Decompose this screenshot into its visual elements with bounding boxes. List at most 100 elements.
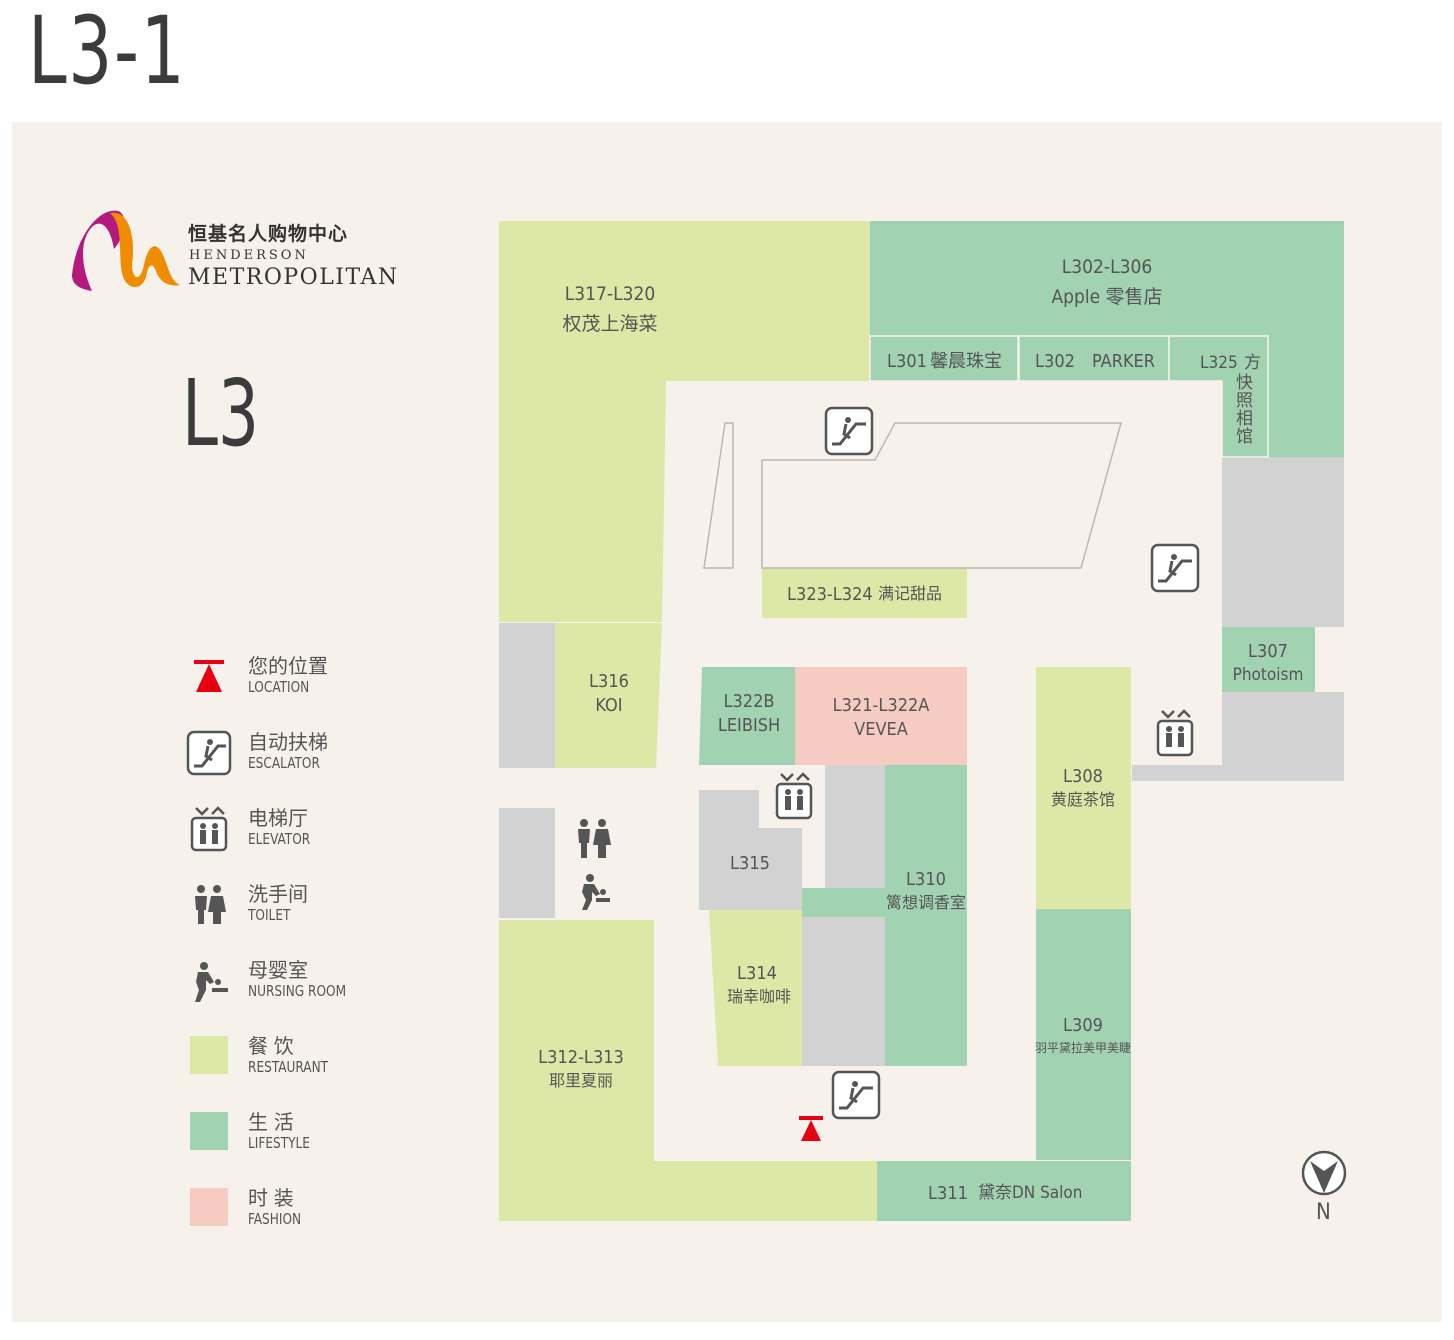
store-name: 方 快 照 相 馆 [1236,353,1266,447]
legend-item-location: 您的位置 LOCATION [186,650,406,710]
nursing-room-icon [582,874,610,910]
store-name: 黛奈DN Salon [978,1183,1082,1203]
store-name: 羽平黛拉美甲美睫 [1035,1040,1131,1055]
atrium-void [703,422,734,569]
store-unit[interactable]: L321-L322A VEVEA [795,667,967,765]
store-code: L315 [730,853,770,874]
store-name: 权茂上海菜 [562,313,657,335]
store-code: L323-L324 [787,584,873,605]
legend-label-zh: 生 活 [248,1110,294,1134]
store-unit[interactable]: L310 篱想调香室 [802,765,967,1066]
legend-item-nursing-room: 母婴室 NURSING ROOM [186,954,406,1014]
legend-label-en: TOILET [248,906,291,924]
store-code: L312-L313 [538,1047,624,1068]
legend-label-zh: 母婴室 [248,958,308,982]
store-name-char: 馆 [1236,427,1253,447]
escalator-icon [824,406,874,456]
legend-label-zh: 您的位置 [248,654,328,678]
store-code: L317-L320 [565,283,655,305]
legend-label-en: LOCATION [248,678,310,696]
legend-label-zh: 自动扶梯 [248,730,328,754]
store-unit[interactable]: L308 黄庭茶馆 [1036,667,1131,909]
store-unit[interactable]: L325 方 快 照 相 馆 [1168,335,1269,458]
store-unit[interactable]: L302-L306 Apple 零售店 [870,221,1344,457]
service-area [499,623,555,768]
store-code: L301 [887,351,927,372]
store-code: L310 [906,869,946,890]
store-code: L302 [1035,351,1075,372]
legend-item-restaurant: 餐 饮 RESTAURANT [186,1030,406,1090]
legend-item-escalator: 自动扶梯 ESCALATOR [186,726,406,786]
store-code: L325 [1200,353,1238,373]
store-code: L316 [589,671,629,692]
lifestyle-swatch [190,1112,228,1150]
legend-item-fashion: 时 装 FASHION [186,1182,406,1242]
service-area [499,808,555,918]
store-code: L314 [737,963,777,984]
legend-label-en: NURSING ROOM [248,982,347,1000]
legend-label-en: ELEVATOR [248,830,311,848]
store-name: 瑞幸咖啡 [727,987,791,1006]
store-name: 馨晨珠宝 [930,351,1002,372]
escalator-icon [186,730,232,776]
store-code: L302-L306 [1062,256,1152,278]
store-unit[interactable]: L315 [730,853,770,874]
legend-label-zh: 时 装 [248,1186,294,1210]
legend-label-zh: 洗手间 [248,882,308,906]
service-area [1132,765,1232,781]
store-unit[interactable]: L312-L313 耶里夏丽 [499,920,877,1221]
escalator-icon [831,1070,881,1120]
elevator-icon [1156,709,1194,757]
store-unit[interactable]: L314 瑞幸咖啡 [709,910,802,1066]
legend-label-en: ESCALATOR [248,754,320,772]
store-code: L322B [723,691,774,712]
service-area [1222,692,1344,781]
store-code: L321-L322A [833,695,930,716]
store-name-char: 相 [1236,409,1253,429]
brand-name-en-line2: METROPOLITAN [188,265,399,290]
service-area [825,765,885,888]
service-area [699,790,759,910]
service-area [802,917,885,1066]
service-area [1222,457,1344,627]
store-unit[interactable]: L317-L320 权茂上海菜 [499,221,870,622]
store-unit[interactable]: L307 Photoism [1222,627,1315,692]
store-name: Photoism [1233,665,1304,685]
floor-label: L3 [182,360,260,467]
store-name-char: 照 [1236,391,1253,411]
fashion-swatch [190,1188,228,1226]
store-name: 篱想调香室 [886,893,966,912]
elevator-icon [775,772,813,820]
page-title: L3-1 [28,0,187,106]
store-name-char: 方 [1244,353,1261,373]
toilet-icon [195,885,226,924]
you-are-here-icon [194,660,224,692]
store-unit[interactable]: L323-L324 满记甜品 [762,568,967,618]
elevator-icon [190,806,228,852]
restaurant-swatch [190,1036,228,1074]
legend-item-elevator: 电梯厅 ELEVATOR [186,802,406,862]
legend-label-zh: 餐 饮 [248,1034,294,1058]
service-area [759,828,802,910]
store-unit[interactable]: L311 黛奈DN Salon [877,1161,1131,1221]
brand-name-zh: 恒基名人购物中心 [188,223,349,245]
atrium-void [761,422,1122,569]
legend-item-lifestyle: 生 活 LIFESTYLE [186,1106,406,1166]
store-unit[interactable]: L309 羽平黛拉美甲美睫 [1035,909,1131,1160]
legend-item-toilet: 洗手间 TOILET [186,878,406,938]
north-compass-icon [1301,1150,1347,1196]
store-unit[interactable]: L301 馨晨珠宝 [869,335,1019,382]
store-name: Apple 零售店 [1051,286,1162,308]
store-name: 满记甜品 [878,584,942,603]
brand-logo [72,210,180,291]
store-name-char: 快 [1236,373,1253,393]
store-code: L308 [1063,766,1103,787]
store-name: VEVEA [854,719,908,740]
store-name: PARKER [1092,351,1155,372]
store-unit[interactable]: L316 KOI [555,623,662,768]
brand-name-en-line1: HENDERSON [189,248,309,263]
store-unit[interactable]: L302 PARKER [1018,335,1170,382]
compass-north-label: N [1316,1200,1331,1225]
store-unit[interactable]: L322B LEIBISH [699,667,795,765]
